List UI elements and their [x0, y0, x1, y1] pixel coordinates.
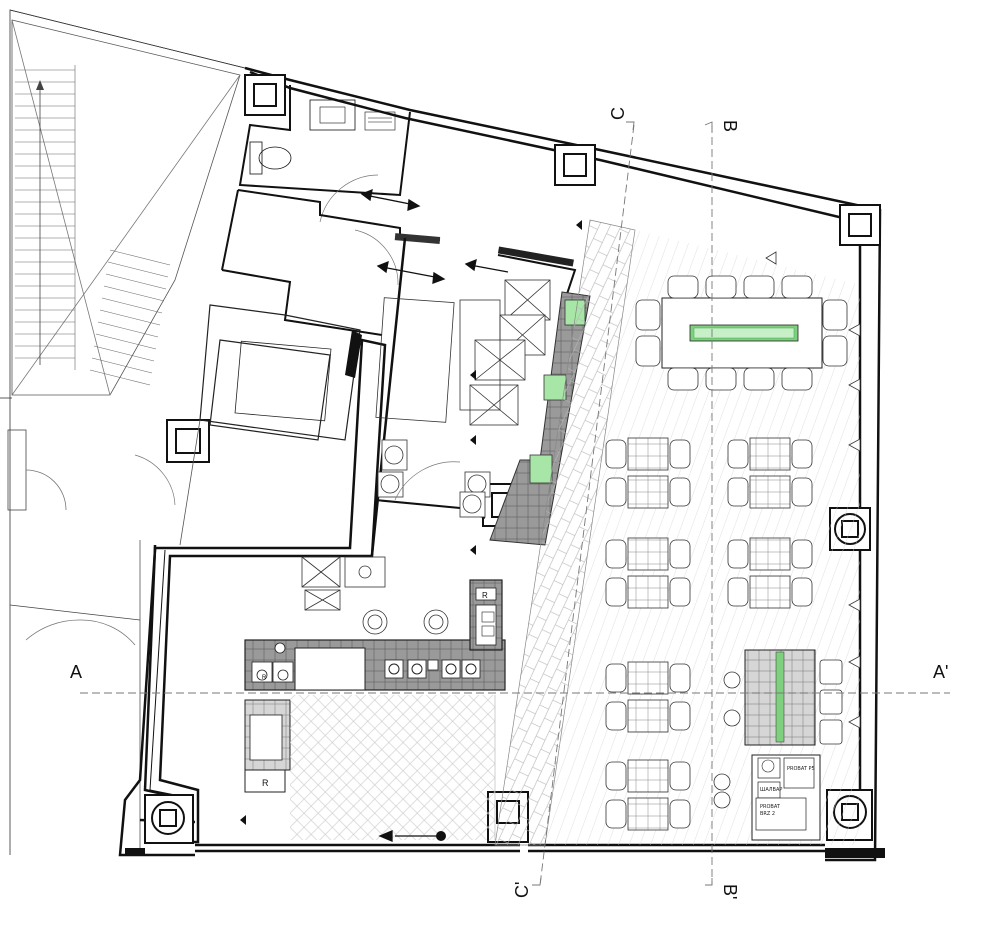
table-groups	[627, 437, 791, 831]
tasting-stools	[713, 659, 843, 809]
entry-point	[436, 831, 446, 841]
storage-room	[221, 189, 441, 336]
tasting-table	[744, 649, 816, 746]
scale-label: ШАЛВАР	[760, 787, 782, 793]
dining-chairs	[605, 439, 813, 829]
section-ticks	[532, 121, 713, 886]
section-c-top: C	[608, 107, 628, 120]
fridge-label-1: R	[262, 675, 267, 681]
stair-area	[0, 9, 246, 855]
wall-lights	[765, 251, 861, 729]
fridge-label-3: R	[262, 778, 269, 788]
small-arrow-marks	[240, 220, 582, 825]
fridge-label-2: R	[482, 591, 488, 600]
utility-fixtures	[301, 556, 386, 611]
wall-segment-left	[125, 848, 145, 856]
roaster-area	[751, 754, 821, 841]
section-b-bottom: B'	[720, 884, 740, 899]
communal-chairs	[635, 275, 848, 391]
wall-segment-right	[825, 848, 885, 858]
flow-arrows	[360, 188, 509, 842]
roaster-2-label-b: BRZ 2	[760, 811, 775, 817]
section-lines	[80, 124, 950, 886]
entry-floor-tile	[290, 695, 495, 840]
stair-arrow	[345, 330, 362, 378]
kitchen-equipment	[375, 279, 551, 518]
bar-counter	[244, 579, 506, 691]
back-counter	[244, 699, 291, 793]
section-b-top: B	[720, 120, 740, 132]
prep-room	[199, 304, 361, 441]
roaster-1-label: PROBAT P5	[787, 766, 815, 772]
roaster-2-label-a: PROBAT	[760, 804, 781, 810]
bar-stools	[362, 609, 449, 635]
section-a-right: A'	[933, 662, 948, 682]
section-c-bottom: C'	[512, 882, 532, 898]
section-a-left: A	[70, 662, 82, 682]
wc-room	[238, 85, 411, 197]
stair-treads	[15, 65, 171, 386]
communal-table	[661, 297, 823, 369]
